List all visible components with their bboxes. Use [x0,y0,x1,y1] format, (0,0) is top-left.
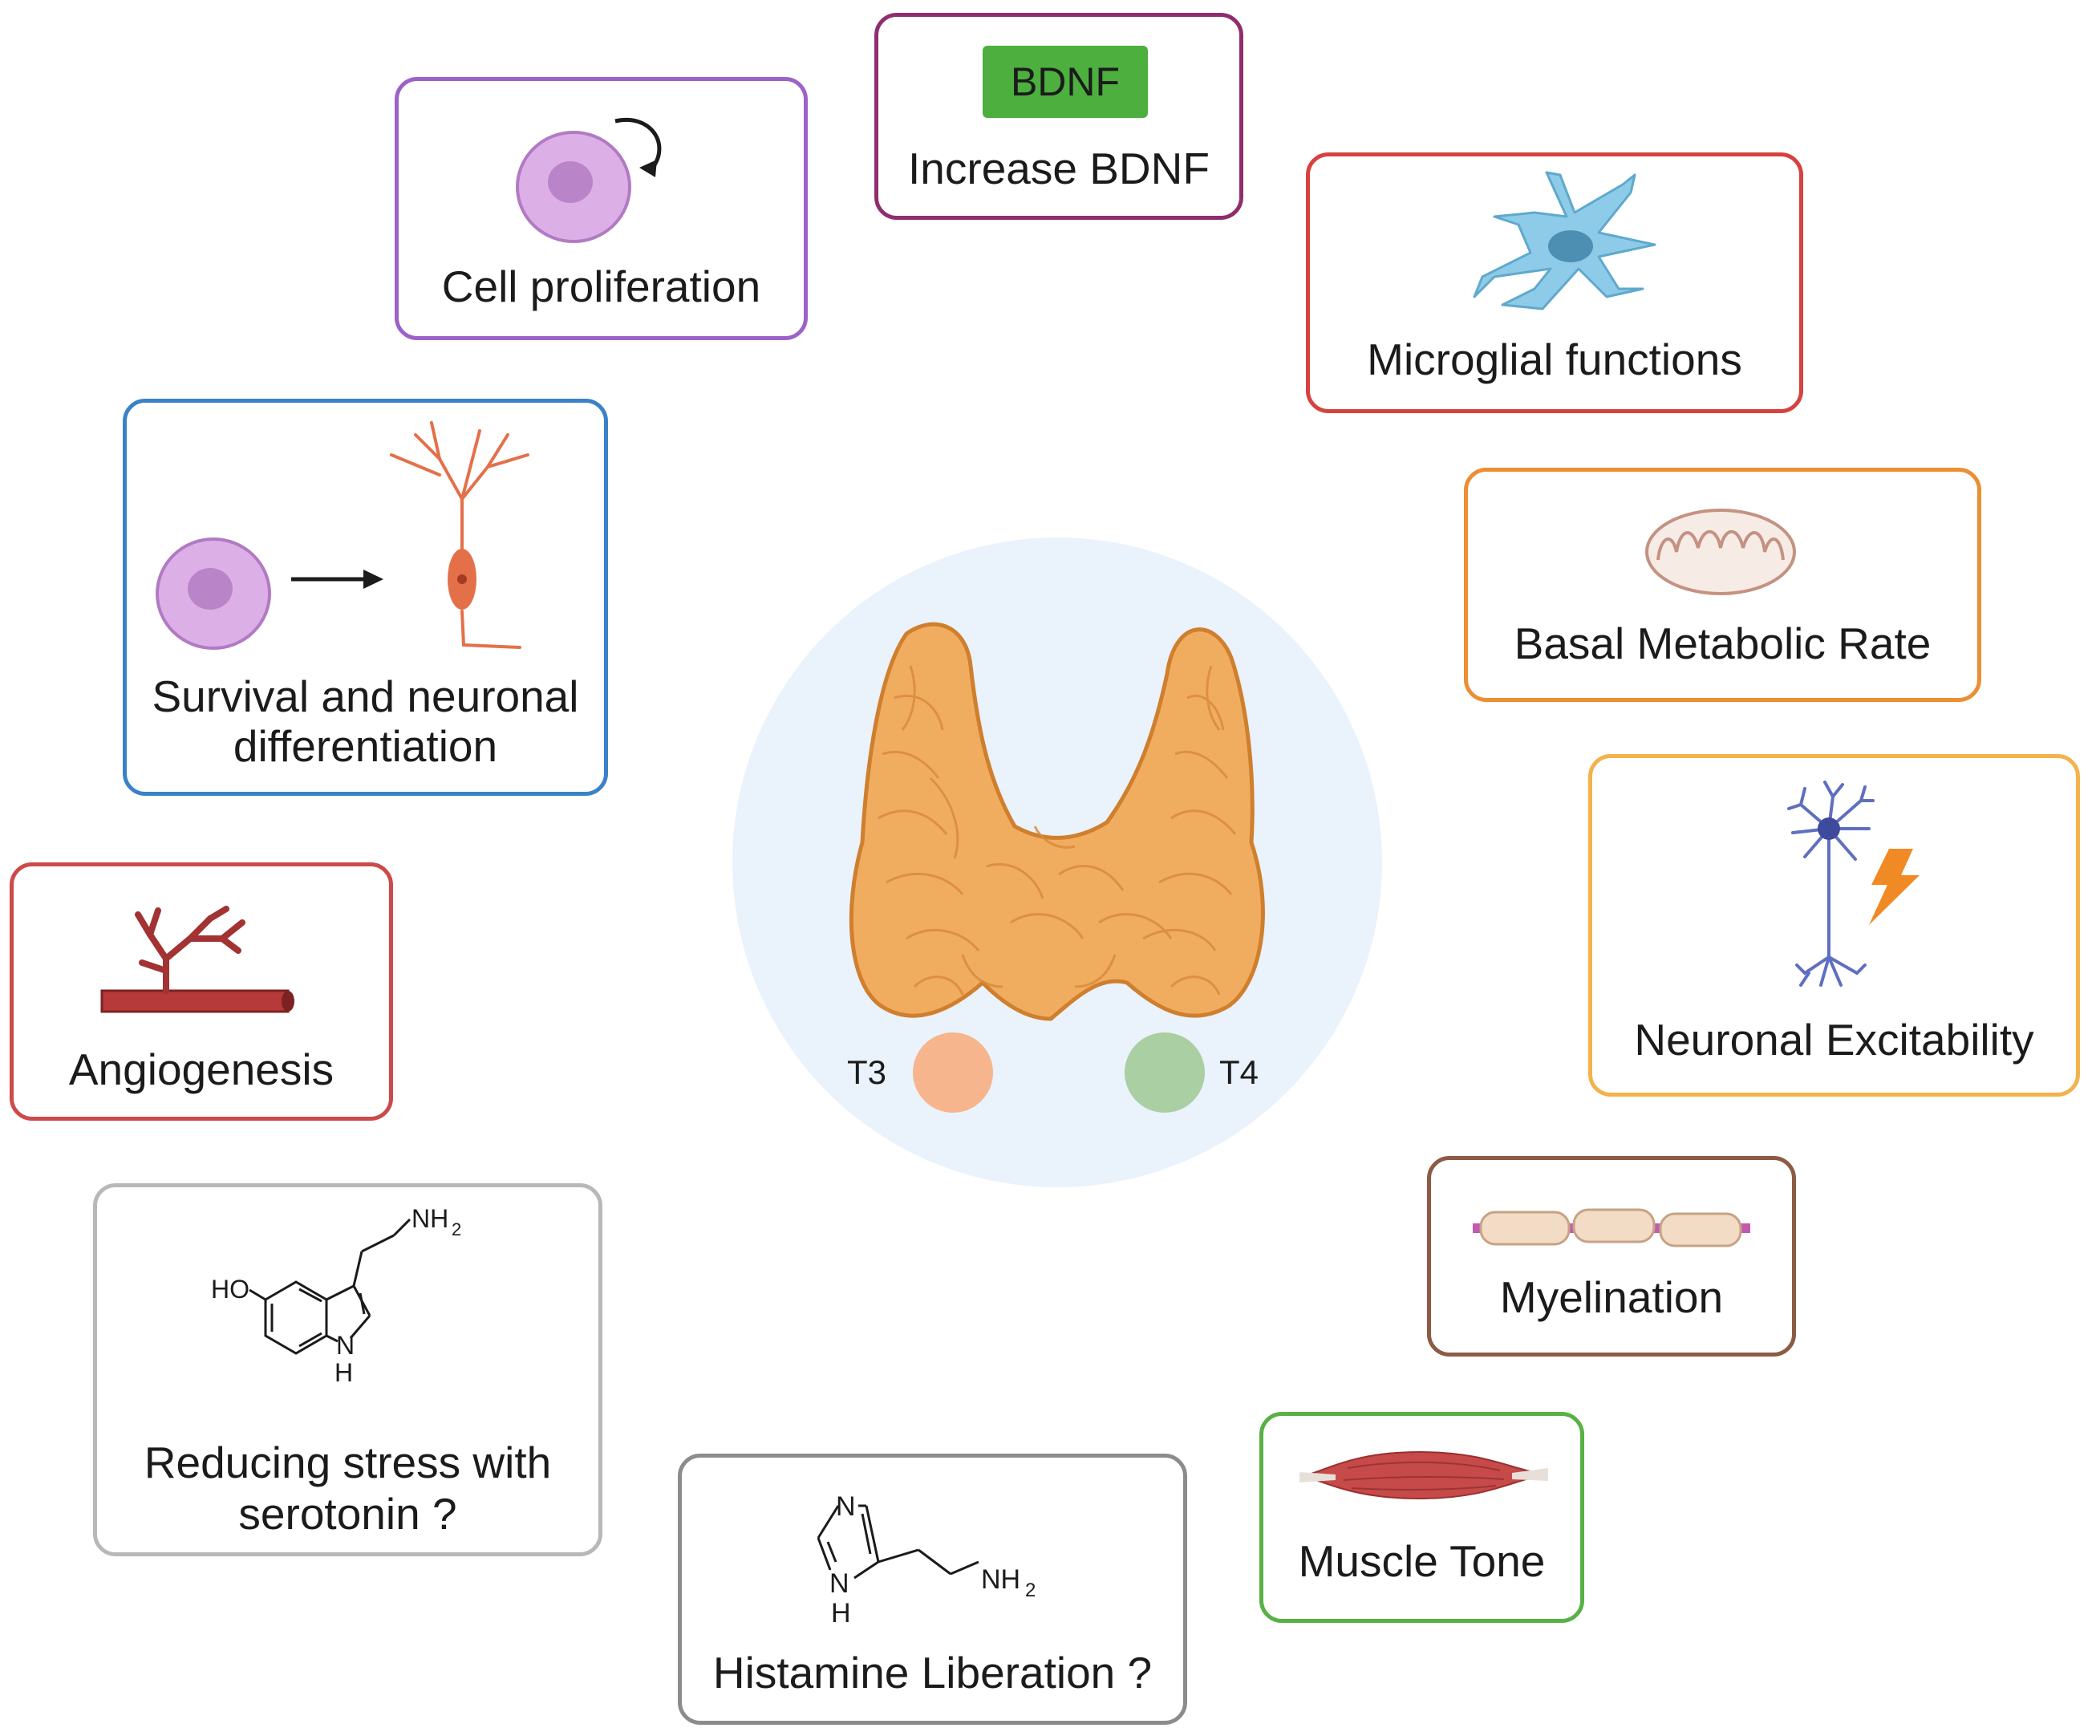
indole-n-label: N [336,1331,355,1360]
microglia-label: Microglial functions [1367,335,1742,384]
cell-proliferation-label: Cell proliferation [441,262,761,311]
thyroid-gland-icon [849,622,1265,1021]
amine-subscript: 2 [452,1219,461,1239]
ring-nh-label: N [829,1568,849,1599]
angiogenesis-box: Angiogenesis [10,862,393,1121]
muscle-label: Muscle Tone [1298,1536,1546,1586]
angiogenesis-label: Angiogenesis [68,1044,334,1094]
muscle-box: Muscle Tone [1259,1412,1584,1623]
ring-n-label: N [836,1491,856,1522]
excited-neuron-icon [1787,781,1920,987]
thyroid-panel: T3 T4 [732,537,1382,1187]
hydroxyl-label: HO [211,1275,249,1304]
histamine-amine-subscript: 2 [1025,1580,1036,1601]
histamine-box: N N H NH 2 Histamine Liberation ? [678,1454,1187,1725]
excitability-box: Neuronal Excitability [1588,754,2080,1097]
t3-label: T3 [847,1053,886,1091]
serotonin-structure-icon: HO NH 2 N H [211,1204,461,1387]
bdnf-tag-text: BDNF [1011,59,1120,104]
microglia-box: Microglial functions [1306,152,1803,413]
survival-label-line2: differentiation [233,721,498,771]
survival-box: Survival and neuronal differentiation [123,399,608,796]
lightning-icon [1869,849,1920,925]
bdnf-box: BDNF Increase BDNF [874,13,1243,220]
t4-dot [1125,1032,1205,1113]
bdnf-label: Increase BDNF [908,144,1210,193]
muscle-icon [1299,1450,1548,1500]
histamine-amine-label: NH [981,1564,1020,1595]
blood-vessel-icon [100,906,294,1013]
microglia-icon [1473,171,1656,310]
histamine-structure-icon: N N H NH 2 [817,1491,1036,1629]
t4-label: T4 [1219,1053,1259,1091]
serotonin-label-line1: Reducing stress with [144,1438,552,1487]
cell-proliferation-box: Cell proliferation [395,77,808,340]
serotonin-label-line2: serotonin ? [238,1489,457,1539]
metabolic-box: Basal Metabolic Rate [1464,468,1981,702]
metabolic-label: Basal Metabolic Rate [1514,619,1932,668]
myelination-label: Myelination [1499,1272,1724,1322]
histamine-label: Histamine Liberation ? [712,1648,1153,1697]
myelin-sheath-icon [1473,1208,1750,1247]
differentiation-icon [156,421,529,650]
excitability-label: Neuronal Excitability [1634,1015,2034,1065]
serotonin-box: HO NH 2 N H Reducing stress with seroton… [93,1183,602,1556]
survival-label-line1: Survival and neuronal [152,671,579,721]
indole-h-label: H [334,1358,353,1387]
dividing-cell-icon [516,118,662,243]
bdnf-tag: BDNF [983,46,1148,118]
ring-h-label: H [831,1598,851,1629]
neuron-icon [390,421,529,649]
mitochondrion-icon [1645,509,1796,595]
myelination-box: Myelination [1427,1156,1796,1357]
t3-dot [913,1032,993,1113]
amine-label: NH [411,1204,448,1233]
